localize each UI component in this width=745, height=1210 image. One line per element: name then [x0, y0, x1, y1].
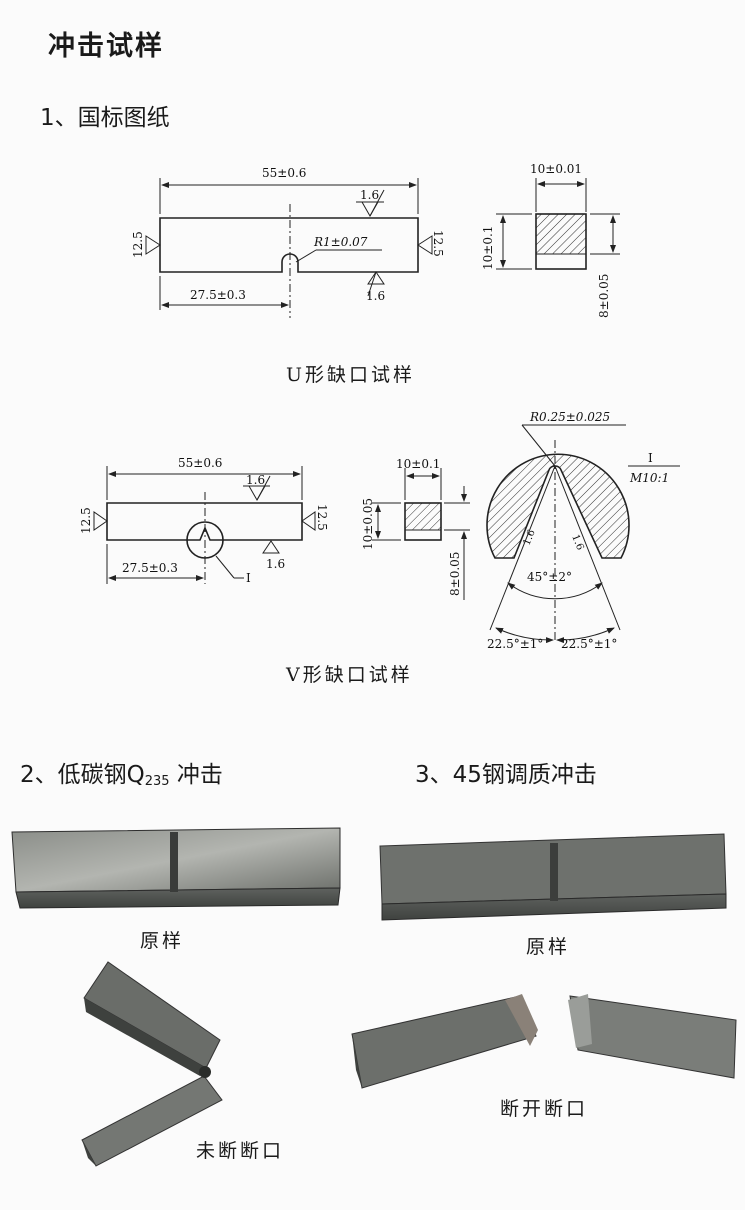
u-roughness-left: 12.5 [131, 231, 145, 258]
u-specimen-side-view: 55±0.6 1.6 1.6 12.5 12.5 R1±0.07 27.5±0.… [131, 166, 445, 318]
v-roughness-right: 12.5 [315, 504, 329, 531]
v-tip-radius: R0.25±0.025 [529, 410, 610, 424]
v-half-length: 27.5±0.3 [122, 561, 178, 575]
v-cross-section: 10±0.1 10±0.05 8±0.05 [361, 457, 470, 600]
section2-text: 2、低碳钢Q [20, 762, 145, 788]
photo-low-carbon-unbroken [81, 961, 223, 1167]
photo-45-steel-original [379, 833, 727, 921]
v-angle-total: 45°±2° [527, 570, 572, 584]
u-roughness-right: 12.5 [431, 230, 445, 257]
caption-original-left: 原样 [140, 930, 185, 952]
v-caption: V形缺口试样 [286, 664, 413, 686]
v-height-label: 10±0.05 [361, 498, 375, 550]
u-caption: U形缺口试样 [286, 364, 416, 386]
caption-unbroken: 未断断口 [196, 1140, 285, 1162]
v-roughness-left: 12.5 [79, 507, 93, 534]
caption-original-right: 原样 [526, 936, 571, 958]
v-ligament-label: 8±0.05 [448, 552, 462, 596]
v-angle-left: 22.5°±1° [487, 637, 543, 651]
u-width-label: 10±0.01 [530, 162, 582, 176]
u-length-label: 55±0.6 [262, 166, 306, 180]
v-roughness-top: 1.6 [246, 473, 265, 487]
v-detail-scale: M10:1 [629, 471, 669, 485]
section2-subscript: 235 [144, 774, 170, 789]
v-notch-detail: 45°±2° 22.5°±1° 22.5°±1° 1.6 1.6 R0.25±0… [486, 410, 680, 651]
page-title: 冲击试样 [48, 31, 164, 62]
v-roughness-bottom: 1.6 [266, 557, 285, 571]
v-length-label: 55±0.6 [178, 456, 222, 470]
section-heading-drawings: 1、国标图纸 [40, 105, 170, 131]
section-heading-low-carbon: 2、低碳钢Q235 冲击 [20, 755, 223, 789]
section-heading-45-steel: 3、45钢调质冲击 [415, 762, 597, 788]
u-cross-section: 10±0.01 10±0.1 8±0.05 [481, 162, 620, 318]
v-specimen-side-view: 55±0.6 1.6 1.6 12.5 12.5 27.5±0.3 I [79, 456, 329, 585]
u-roughness-bottom: 1.6 [366, 289, 385, 303]
v-detail-label: I [648, 451, 653, 465]
caption-broken: 断开断口 [500, 1098, 589, 1120]
u-ligament-label: 8±0.05 [597, 274, 611, 318]
u-half-length: 27.5±0.3 [190, 288, 246, 302]
photo-low-carbon-original [11, 827, 341, 909]
technical-drawings: 55±0.6 1.6 1.6 12.5 12.5 R1±0.07 27.5±0.… [79, 162, 680, 651]
u-roughness-top: 1.6 [360, 188, 379, 202]
v-detail-mark: I [246, 571, 251, 585]
v-width-label: 10±0.1 [396, 457, 440, 471]
section2-tail: 冲击 [169, 762, 223, 788]
v-angle-right: 22.5°±1° [561, 637, 617, 651]
photo-45-steel-broken [351, 994, 737, 1089]
u-height-label: 10±0.1 [481, 226, 495, 270]
u-radius-label: R1±0.07 [313, 235, 368, 249]
